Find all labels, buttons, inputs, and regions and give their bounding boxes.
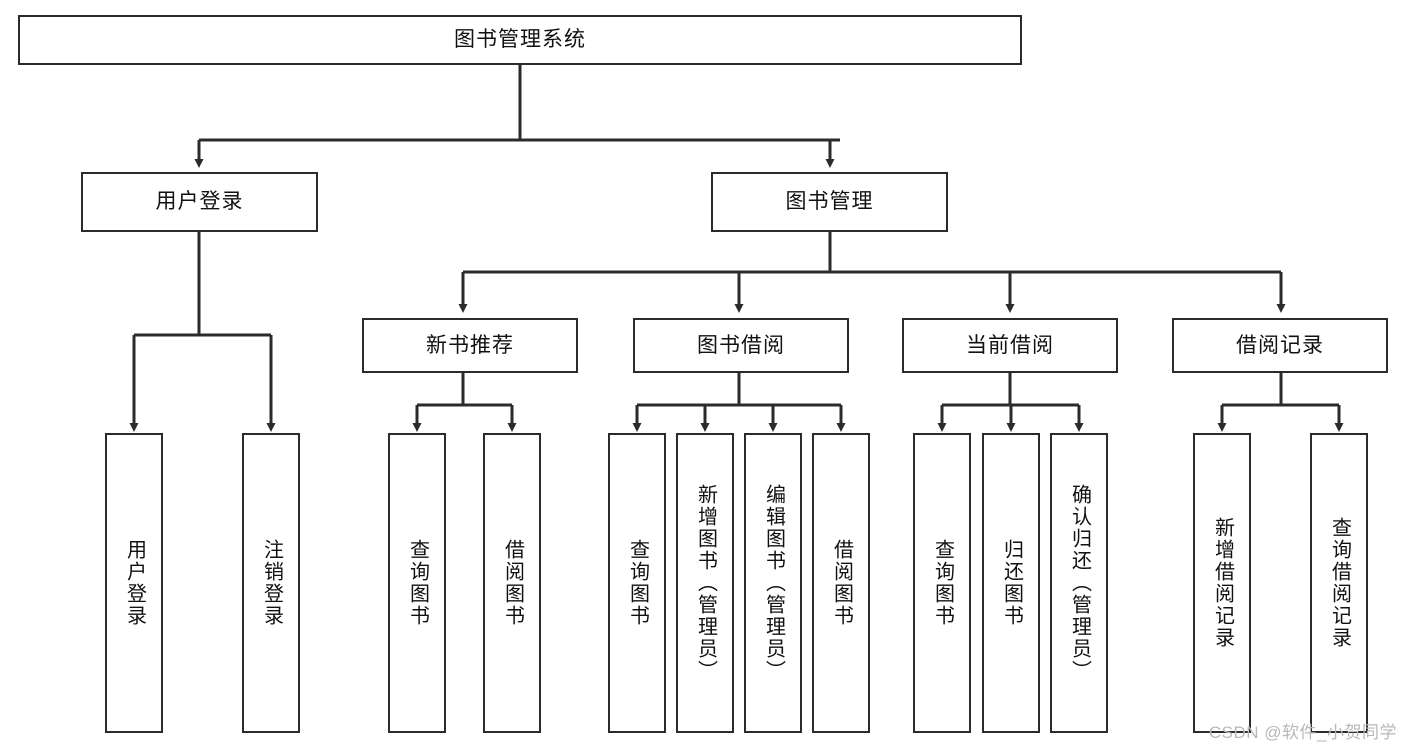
leaf-query-book-2-label: 查询图书 [626, 539, 649, 627]
leaf-user-login-label: 用户登录 [123, 539, 146, 627]
node-borrow-record-label: 借阅记录 [1236, 333, 1324, 357]
node-book-manage-label: 图书管理 [785, 190, 874, 214]
leaf-logout-login-label: 注销登录 [260, 539, 283, 627]
leaf-add-record-label: 新增借阅记录 [1211, 517, 1234, 649]
leaf-borrow-book-1-label: 借阅图书 [501, 539, 524, 627]
leaf-edit-book-label: 编辑图书（管理员） [762, 484, 785, 682]
node-current-borrow[interactable]: 当前借阅 [902, 318, 1118, 373]
leaf-query-book-1[interactable]: 查询图书 [388, 433, 446, 733]
leaf-confirm-return[interactable]: 确认归还（管理员） [1050, 433, 1108, 733]
leaf-query-book-3-label: 查询图书 [931, 539, 954, 627]
node-new-book-recommend-label: 新书推荐 [426, 333, 514, 357]
node-book-borrow[interactable]: 图书借阅 [633, 318, 849, 373]
leaf-return-book-label: 归还图书 [1000, 539, 1023, 627]
node-borrow-record[interactable]: 借阅记录 [1172, 318, 1388, 373]
node-book-borrow-label: 图书借阅 [697, 333, 785, 357]
node-current-borrow-label: 当前借阅 [966, 333, 1054, 357]
leaf-query-book-2[interactable]: 查询图书 [608, 433, 666, 733]
node-root[interactable]: 图书管理系统 [18, 15, 1022, 65]
node-user-login[interactable]: 用户登录 [81, 172, 318, 232]
leaf-logout-login[interactable]: 注销登录 [242, 433, 300, 733]
leaf-add-record[interactable]: 新增借阅记录 [1193, 433, 1251, 733]
node-root-label: 图书管理系统 [454, 28, 586, 52]
leaf-edit-book[interactable]: 编辑图书（管理员） [744, 433, 802, 733]
leaf-query-record-label: 查询借阅记录 [1328, 517, 1351, 649]
leaf-borrow-book-2[interactable]: 借阅图书 [812, 433, 870, 733]
node-new-book-recommend[interactable]: 新书推荐 [362, 318, 578, 373]
leaf-borrow-book-2-label: 借阅图书 [830, 539, 853, 627]
leaf-add-book-label: 新增图书（管理员） [694, 484, 717, 682]
node-user-login-label: 用户登录 [155, 190, 244, 214]
leaf-query-record[interactable]: 查询借阅记录 [1310, 433, 1368, 733]
leaf-query-book-1-label: 查询图书 [406, 539, 429, 627]
leaf-user-login[interactable]: 用户登录 [105, 433, 163, 733]
leaf-confirm-return-label: 确认归还（管理员） [1068, 484, 1091, 682]
leaf-borrow-book-1[interactable]: 借阅图书 [483, 433, 541, 733]
leaf-query-book-3[interactable]: 查询图书 [913, 433, 971, 733]
node-book-manage[interactable]: 图书管理 [711, 172, 948, 232]
leaf-add-book[interactable]: 新增图书（管理员） [676, 433, 734, 733]
leaf-return-book[interactable]: 归还图书 [982, 433, 1040, 733]
